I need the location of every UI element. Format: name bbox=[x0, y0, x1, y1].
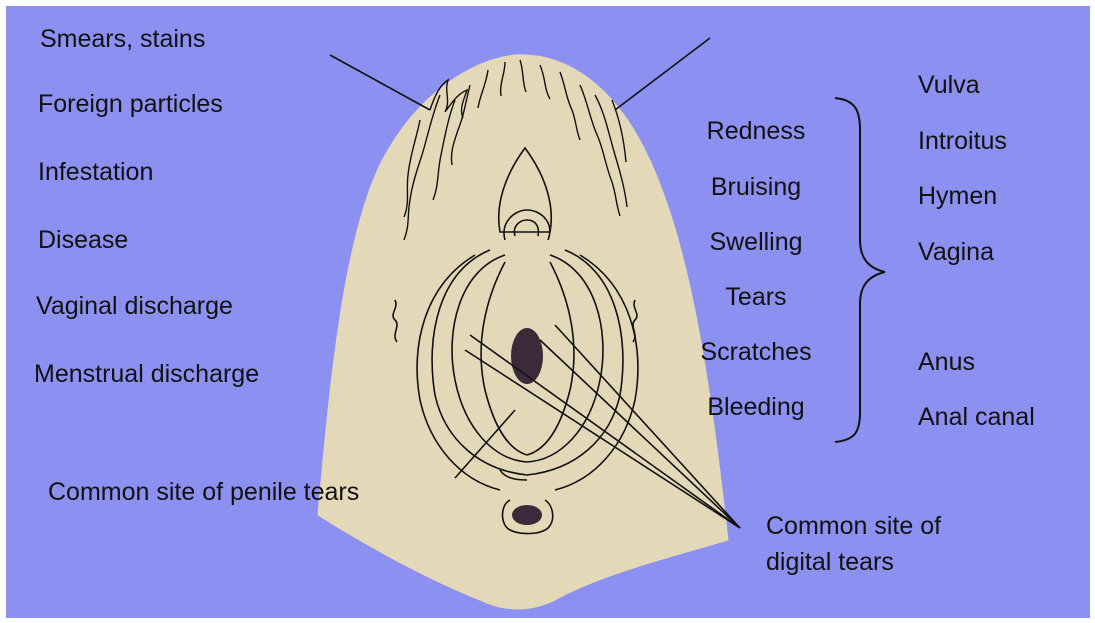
label-vaginal-discharge: Vaginal discharge bbox=[36, 294, 233, 319]
label-foreign-particles: Foreign particles bbox=[38, 92, 223, 117]
anatomy-introitus: Introitus bbox=[918, 129, 1007, 154]
label-smears-stains: Smears, stains bbox=[40, 27, 205, 52]
anatomy-hymen: Hymen bbox=[918, 184, 997, 209]
anatomy-anus: Anus bbox=[918, 350, 975, 375]
anus bbox=[512, 505, 542, 525]
label-infestation: Infestation bbox=[38, 160, 153, 185]
injury-redness: Redness bbox=[686, 119, 826, 144]
anatomy-anal-canal: Anal canal bbox=[918, 405, 1035, 430]
label-disease: Disease bbox=[38, 228, 128, 253]
label-menstrual-discharge: Menstrual discharge bbox=[34, 362, 259, 387]
label-digital-tears-line1: Common site of bbox=[766, 514, 941, 539]
anatomy-vulva: Vulva bbox=[918, 73, 980, 98]
label-digital-tears-line2: digital tears bbox=[766, 550, 894, 575]
anatomy-vagina: Vagina bbox=[918, 240, 994, 265]
injury-bleeding: Bleeding bbox=[686, 395, 826, 420]
injury-tears: Tears bbox=[686, 285, 826, 310]
injury-swelling: Swelling bbox=[686, 230, 826, 255]
injury-bruising: Bruising bbox=[686, 175, 826, 200]
label-penile-tears: Common site of penile tears bbox=[48, 480, 359, 505]
injury-scratches: Scratches bbox=[686, 340, 826, 365]
